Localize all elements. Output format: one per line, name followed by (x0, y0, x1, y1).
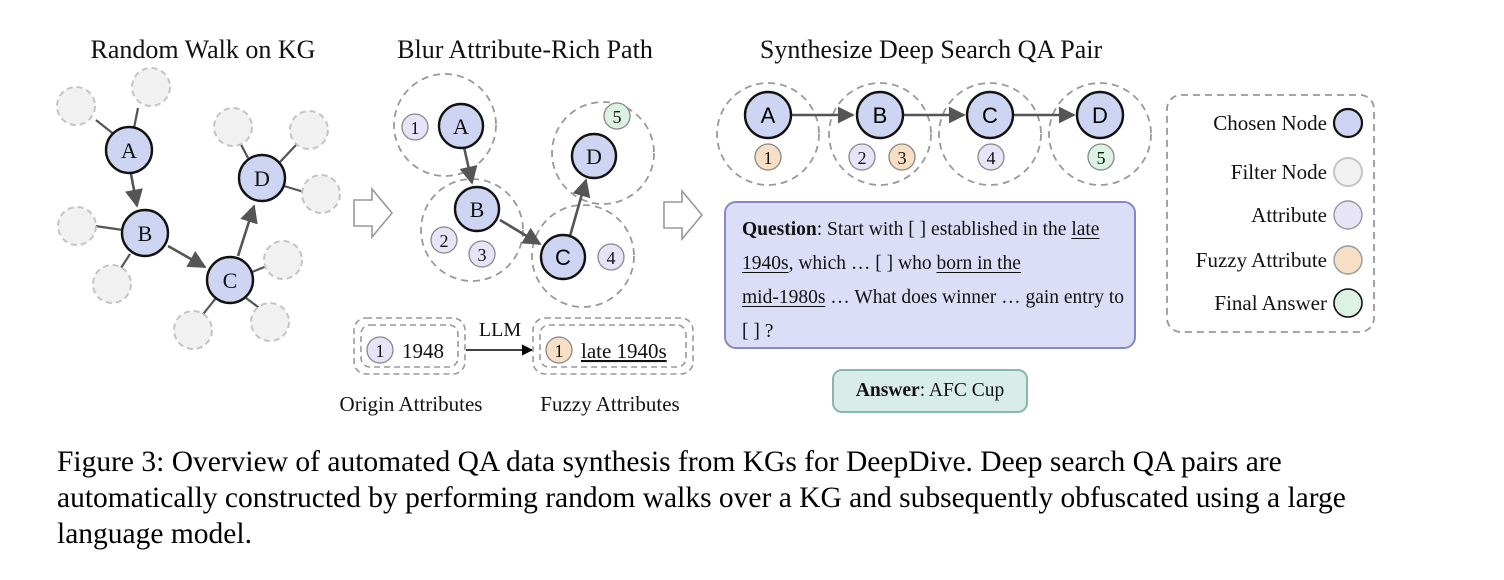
question-text-2: , which … [ ] who (788, 253, 937, 274)
node-label-d: D (586, 144, 602, 169)
filter-node (263, 240, 303, 280)
node-label-b: B (470, 197, 485, 222)
question-label: Question (742, 219, 817, 240)
answer-box: Answer: AFC Cup (832, 369, 1028, 413)
filter-node (213, 107, 253, 147)
question-fuzzy-birth-2: mid-1980s (742, 287, 826, 308)
filter-node (301, 174, 341, 214)
attribute-4 (597, 243, 625, 271)
attribute-label: 5 (613, 107, 622, 127)
flow-arrow-icon (663, 188, 704, 242)
llm-obfuscation-example: 1 1948 LLM 1 late 1940s Origin Attribute… (340, 317, 694, 416)
answer-value: : AFC Cup (919, 380, 1005, 401)
fuzzy-value: late 1940s (581, 339, 667, 363)
attribute-label: 2 (440, 231, 449, 251)
node-group-c (531, 204, 635, 308)
fuzzy-attributes-caption: Fuzzy Attributes (540, 392, 679, 416)
filter-node (131, 67, 171, 107)
pipeline-diagram: Random Walk on KG Blur Attribute-Rich Pa… (56, 35, 1375, 416)
legend-chosen-label: Chosen Node (1213, 111, 1327, 135)
node-label-b: B (138, 221, 153, 246)
legend-filter-label: Filter Node (1231, 160, 1327, 184)
chosen-node-a (104, 125, 154, 175)
answer-label: Answer (855, 380, 920, 401)
legend-filter-swatch (1333, 157, 1363, 187)
attribute-1 (401, 113, 429, 141)
panel-title-random-walk: Random Walk on KG (91, 35, 316, 64)
question-text-1: : Start with [ ] established in the (816, 219, 1072, 240)
chosen-node-b (120, 208, 170, 258)
origin-attributes-caption: Origin Attributes (340, 392, 483, 416)
filter-node (250, 302, 290, 342)
node-label-c: C (982, 103, 998, 128)
attribute-label: 1 (555, 341, 564, 361)
node-label-b: B (873, 103, 888, 128)
attribute-label: 3 (478, 245, 487, 265)
legend-fuzzy-label: Fuzzy Attribute (1196, 248, 1327, 272)
legend-chosen-swatch (1332, 107, 1364, 139)
llm-label: LLM (479, 319, 521, 341)
attribute-label: 2 (858, 148, 867, 168)
node-label-c: C (555, 245, 571, 270)
attribute-label: 5 (1097, 148, 1106, 168)
chosen-node-d (237, 153, 287, 203)
attribute-2 (430, 226, 458, 254)
legend-attribute-swatch (1333, 200, 1363, 230)
random-walk-graph: A B C D (56, 67, 341, 350)
legend-final-label: Final Answer (1214, 291, 1327, 315)
panel-title-synthesize: Synthesize Deep Search QA Pair (760, 35, 1103, 64)
final-answer-attribute-5 (603, 102, 631, 130)
question-text-3: … What does winner … gain entry to [ ] ? (742, 287, 1124, 342)
blur-path-graph: A B C D 1 2 3 4 5 (393, 73, 655, 308)
question-box: Question: Start with [ ] established in … (724, 201, 1136, 349)
node-label-c: C (223, 268, 238, 293)
node-label-a: A (761, 103, 776, 128)
node-group-a (393, 73, 497, 177)
attribute-label: 1 (411, 118, 420, 138)
attribute-label: 4 (607, 248, 616, 268)
origin-value: 1948 (402, 339, 444, 363)
node-label-a: A (121, 138, 137, 163)
legend-attribute-label: Attribute (1251, 203, 1327, 227)
filter-node (57, 206, 97, 246)
attribute-label: 3 (898, 148, 907, 168)
node-group-d (551, 101, 655, 205)
flow-arrow-icon (353, 186, 394, 240)
node-label-d: D (1092, 103, 1108, 128)
chosen-node-c (205, 255, 255, 305)
filter-node (56, 86, 96, 126)
node-label-d: D (254, 166, 270, 191)
attribute-label: 1 (764, 148, 773, 168)
attribute-label: 1 (376, 341, 385, 361)
attribute-label: 4 (987, 148, 996, 168)
figure-caption: Figure 3: Overview of automated QA data … (57, 446, 1346, 550)
question-fuzzy-date: late 1940s (742, 219, 1100, 274)
legend: Chosen Node Filter Node Attribute Fuzzy … (1166, 94, 1375, 333)
panel-title-blur: Blur Attribute-Rich Path (397, 35, 653, 64)
question-fuzzy-birth-1: born in the (936, 253, 1021, 274)
legend-fuzzy-swatch (1333, 245, 1363, 275)
legend-final-swatch (1333, 288, 1363, 318)
qa-path-chain: A B C D 1 2 3 4 5 (716, 82, 1152, 186)
attribute-3 (468, 240, 496, 268)
filter-node (173, 310, 213, 350)
filter-node (92, 264, 132, 304)
node-label-a: A (453, 114, 469, 139)
filter-node (289, 110, 329, 150)
